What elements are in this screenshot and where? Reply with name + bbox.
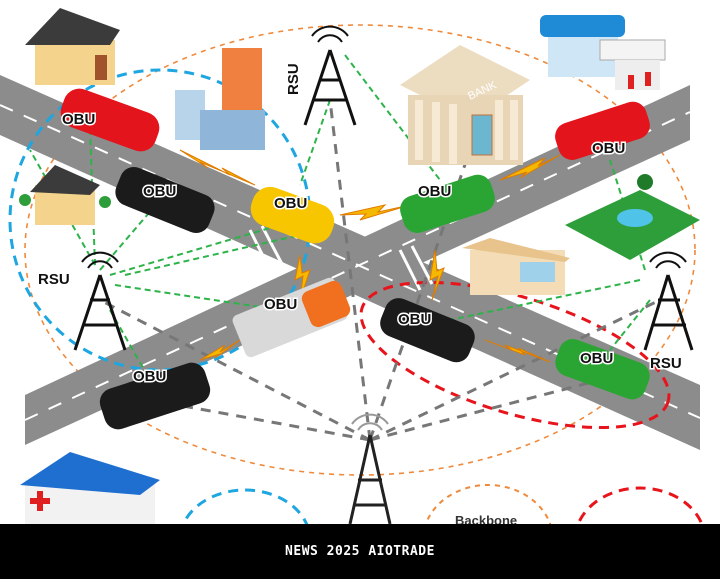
v2v-links [179, 149, 561, 363]
rsu-tower-right [643, 251, 694, 351]
park-icon [565, 174, 700, 260]
obu-label: OBU [62, 111, 95, 128]
legend-blue-circle [181, 488, 309, 524]
v2x-network-illustration: BANK [0, 8, 704, 524]
obu-label: OBU [418, 183, 451, 200]
obu-label: OBU [274, 195, 307, 212]
rsu-label: RSU [650, 355, 682, 372]
gas-station-icon [540, 15, 666, 90]
obu-label: OBU [143, 183, 176, 200]
bank-icon: BANK [400, 45, 530, 165]
cluster-red [359, 280, 671, 430]
backbone-label: Backbone [455, 513, 517, 524]
car-green-2 [555, 339, 650, 400]
shop-icon [462, 238, 570, 295]
apartment-buildings-icon [175, 48, 265, 150]
car-green-1 [400, 174, 495, 233]
legend-red-circle [576, 486, 704, 524]
car-red-sports [60, 88, 160, 152]
caption-text: NEWS 2025 AIOTRADE [285, 544, 435, 559]
rsu-tower-left [73, 251, 127, 351]
labels: OBU OBU OBU OBU OBU OBU OBU OBU OBU RSU … [37, 62, 684, 524]
small-house-icon [19, 165, 111, 225]
caption-bar: NEWS 2025 AIOTRADE [0, 524, 720, 579]
obu-label: OBU [133, 368, 166, 385]
house-icon [25, 8, 120, 85]
hospital-icon [20, 452, 160, 524]
rsu-label: RSU [38, 271, 70, 288]
vehicles [60, 88, 650, 430]
car-black-2 [380, 298, 475, 363]
rsu-tower-top [303, 25, 357, 126]
car-black-1 [115, 166, 215, 234]
obu-label: OBU [580, 350, 613, 367]
car-yellow [250, 186, 335, 244]
car-black-3 [99, 362, 211, 430]
base-station-tower [348, 413, 392, 524]
legend-backbone-circle [424, 484, 552, 524]
obu-label: OBU [398, 311, 431, 328]
obu-label: OBU [264, 296, 297, 313]
truck-cab [301, 280, 351, 328]
car-red-2 [555, 101, 650, 160]
rsu-label: RSU [285, 63, 302, 95]
obu-label: OBU [592, 140, 625, 157]
